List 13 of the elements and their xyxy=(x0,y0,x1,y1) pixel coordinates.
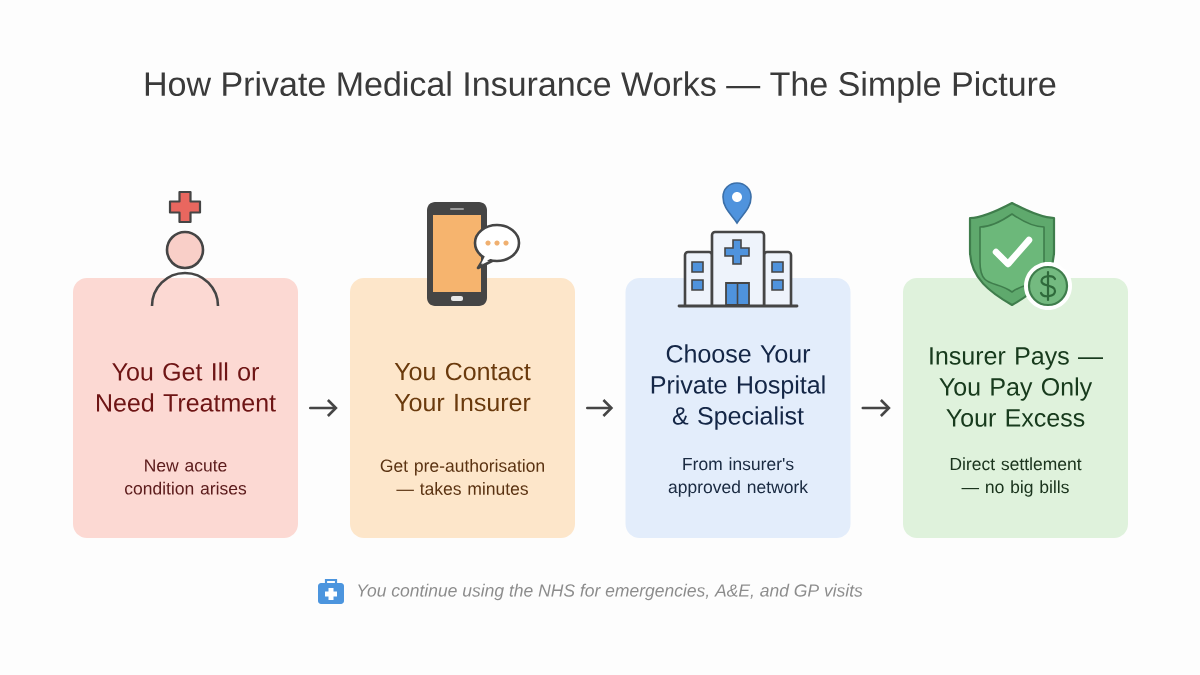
arrow xyxy=(308,399,338,417)
arrow xyxy=(585,399,614,417)
step-title: Insurer Pays — You Pay Only Your Excess xyxy=(930,347,1103,427)
arrow xyxy=(861,399,891,417)
step-title: You Get Ill or Need Treatment xyxy=(97,362,276,412)
step-description: Get pre-authorisation — takes minutes xyxy=(380,459,544,495)
step-description: From insurer's approved network xyxy=(668,457,809,497)
step-title: Choose Your Private Hospital & Specialist xyxy=(651,344,825,430)
step-title: You Contact Your Insurer xyxy=(394,362,531,412)
note: You continue using the NHS for emergencies, A&E, and GP visits xyxy=(358,583,863,601)
title: How Private Medical Insurance Works — The Simple Picture xyxy=(145,71,1056,103)
step-description: Direct settlement — no big bills xyxy=(950,457,1082,497)
step-description: New acute condition arises xyxy=(125,459,247,495)
